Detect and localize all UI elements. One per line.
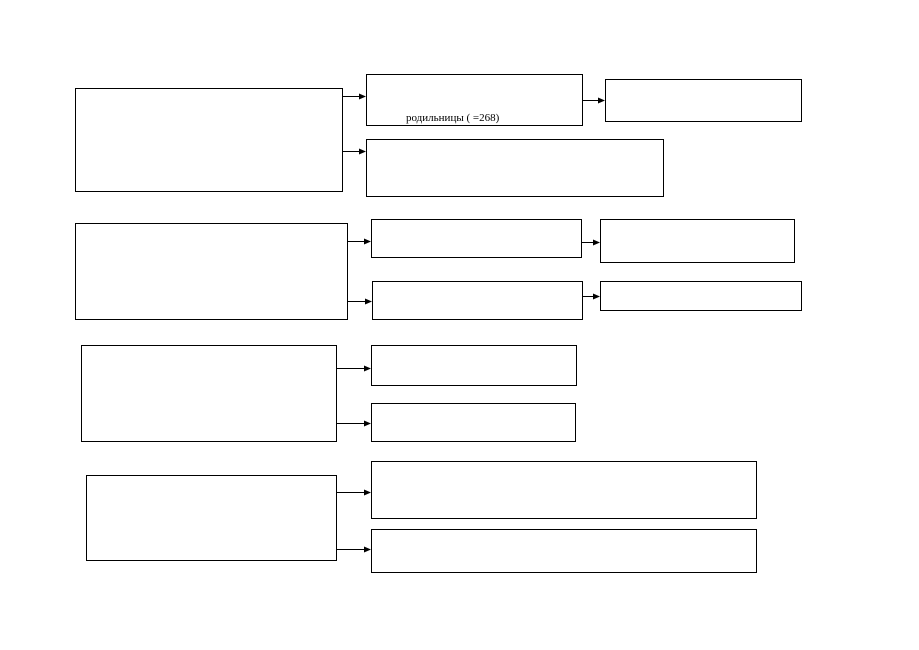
arrowhead-g2-target-a [364, 238, 371, 245]
arrowhead-g1-target-a-next [598, 97, 605, 104]
node-g2-target-b [372, 281, 583, 320]
arrowhead-g4-target-a [364, 489, 371, 496]
node-g2-target-a [371, 219, 582, 258]
node-g1-target-b [366, 139, 664, 197]
arrowhead-g1-target-a [359, 93, 366, 100]
node-g2-source [75, 223, 348, 320]
node-g1-target-a-label: родильницы ( =268) [406, 112, 500, 124]
node-g4-target-a [371, 461, 757, 519]
node-g2-target-b-next [600, 281, 802, 311]
arrowhead-g4-target-b [364, 546, 371, 553]
arrowhead-g2-target-a-next [593, 239, 600, 246]
node-g3-source [81, 345, 337, 442]
node-g3-target-b [371, 403, 576, 442]
node-g2-target-a-next [600, 219, 795, 263]
arrowhead-g3-target-b [364, 420, 371, 427]
node-g3-target-a [371, 345, 577, 386]
node-g4-target-b [371, 529, 757, 573]
node-g4-source [86, 475, 337, 561]
arrowhead-g1-target-b [359, 148, 366, 155]
arrowhead-g2-target-b [365, 298, 372, 305]
arrowhead-g3-target-a [364, 365, 371, 372]
node-g1-target-a-next [605, 79, 802, 122]
node-g1-target-a [366, 74, 583, 126]
arrowhead-g2-target-b-next [593, 293, 600, 300]
node-g1-source [75, 88, 343, 192]
